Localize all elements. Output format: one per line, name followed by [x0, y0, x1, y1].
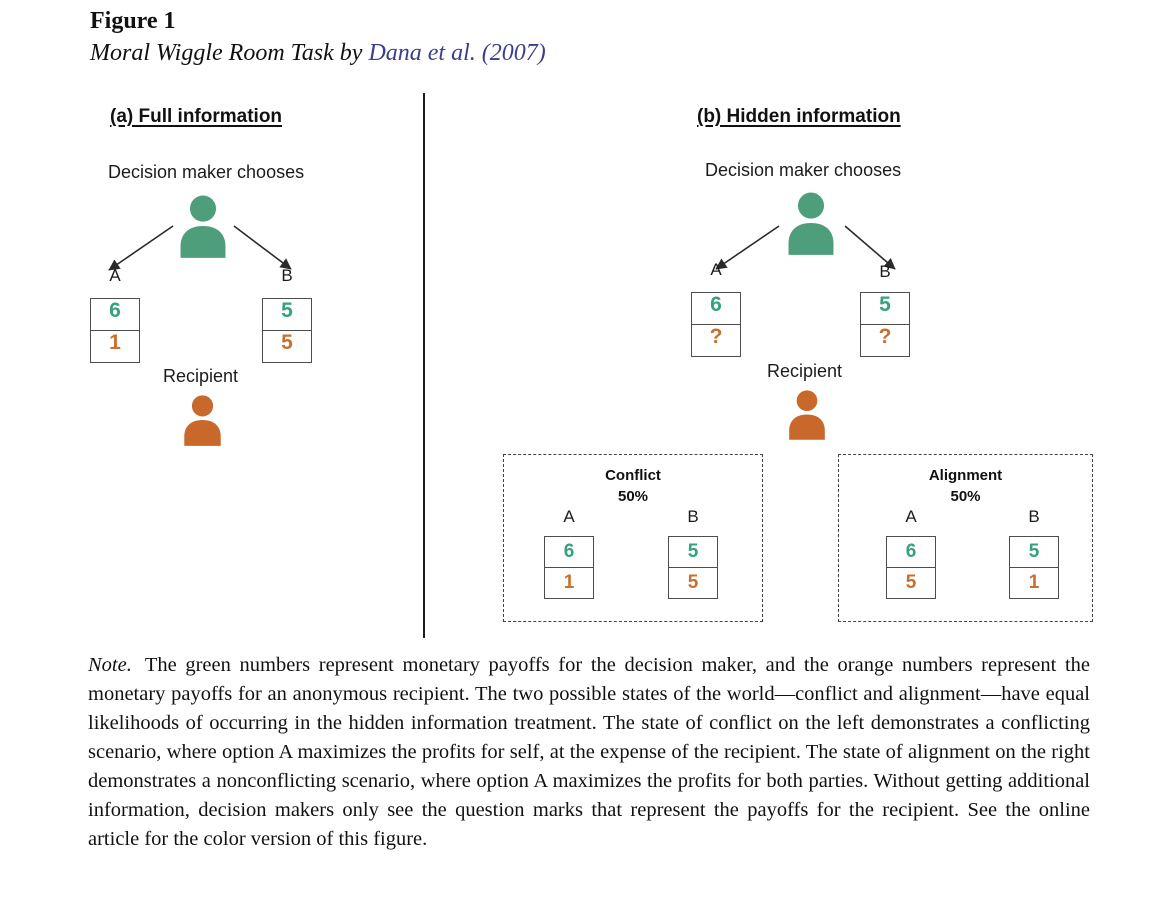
payoff-recipient: 1	[1010, 567, 1058, 598]
alignment-payoff-box-b: 5 1	[1009, 536, 1059, 599]
payoff-decision-maker: 5	[1028, 541, 1040, 562]
payoff-recipient: 1	[91, 330, 139, 362]
recipient-icon	[184, 395, 221, 446]
panel-a-arrow-to-b	[233, 225, 292, 270]
conflict-state-box: Conflict 50% A 6 1 B 5 5	[503, 454, 763, 622]
state-option-a-label: A	[563, 507, 575, 526]
panel-a-chooser-label: Decision maker chooses	[108, 162, 305, 182]
decision-maker-icon	[180, 195, 226, 258]
payoff-decision-maker: 5	[687, 541, 699, 562]
conflict-payoff-box-a: 6 1	[544, 536, 594, 599]
panel-b-header: (b) Hidden information	[697, 106, 901, 127]
note-text: The green numbers represent monetary pay…	[88, 654, 1090, 850]
state-probability: 50%	[617, 488, 649, 505]
payoff-decision-maker: 5	[281, 299, 293, 322]
decision-maker-icon	[788, 192, 834, 255]
recipient-icon	[789, 390, 825, 440]
panel-a-option-b-label: B	[281, 266, 293, 285]
state-probability: 50%	[950, 488, 981, 505]
panel-a-payoff-box-a: 6 1	[90, 298, 140, 363]
panel-b-recipient-label: Recipient	[767, 361, 843, 381]
panel-a-arrow-to-a	[108, 225, 174, 271]
panel-divider	[423, 93, 425, 638]
panel-a-header: (a) Full information	[110, 106, 283, 127]
payoff-decision-maker: 6	[109, 299, 121, 322]
panel-b-chooser-label: Decision maker chooses	[705, 160, 902, 180]
state-title: Conflict	[605, 467, 661, 484]
payoff-recipient: 1	[545, 567, 593, 598]
payoff-decision-maker: 6	[563, 541, 575, 562]
payoff-decision-maker: 6	[710, 293, 722, 316]
panel-b-payoff-box-a: 6 ?	[691, 292, 741, 357]
payoff-recipient-hidden: ?	[861, 324, 909, 356]
payoff-decision-maker: 6	[905, 541, 917, 562]
payoff-recipient: 5	[263, 330, 311, 362]
note-label: Note.	[88, 654, 132, 676]
state-option-b-label: B	[687, 507, 699, 526]
state-title: Alignment	[928, 467, 1003, 484]
subtitle-text: Moral Wiggle Room Task by	[90, 40, 369, 66]
panel-b-payoff-box-b: 5 ?	[860, 292, 910, 357]
alignment-state-box: Alignment 50% A 6 5 B 5 1	[838, 454, 1093, 622]
payoff-decision-maker: 5	[879, 293, 891, 316]
panel-a-payoff-box-b: 5 5	[262, 298, 312, 363]
conflict-payoff-box-b: 5 5	[668, 536, 718, 599]
figure-note: Note.The green numbers represent monetar…	[88, 651, 1090, 854]
panel-a-option-a-label: A	[109, 266, 121, 285]
figure-subtitle: Moral Wiggle Room Task by Dana et al. (2…	[90, 40, 546, 67]
citation-link[interactable]: Dana et al. (2007)	[368, 40, 546, 66]
panel-a-recipient-label: Recipient	[163, 366, 239, 386]
state-option-b-label: B	[1028, 507, 1040, 526]
alignment-payoff-box-a: 6 5	[886, 536, 936, 599]
payoff-recipient: 5	[887, 567, 935, 598]
panel-b-option-b-label: B	[879, 262, 891, 281]
panel-b-option-a-label: A	[710, 260, 722, 279]
payoff-recipient-hidden: ?	[692, 324, 740, 356]
state-option-a-label: A	[905, 507, 917, 526]
figure-label: Figure 1	[90, 8, 176, 34]
payoff-recipient: 5	[669, 567, 717, 598]
